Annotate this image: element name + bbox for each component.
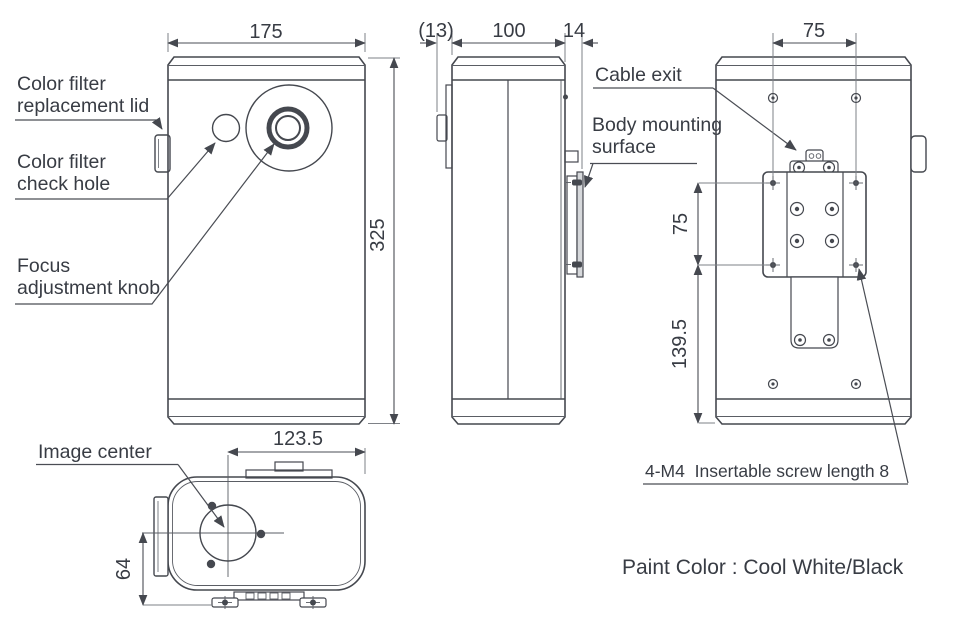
label-filter-lid-2: replacement lid: [17, 95, 149, 117]
label-image-center: Image center: [38, 441, 152, 463]
leader-focus-knob: [15, 143, 275, 305]
dim-plate-to-bottom: 139.5: [669, 319, 691, 369]
side-mounting-plate: [576, 171, 584, 278]
back-dimensions: 75 75 139.5 4-M4 Insertable screw length…: [643, 20, 909, 485]
side-filter-lid-edge: [436, 114, 448, 142]
side-dimensions: (13) 100 14: [418, 20, 598, 169]
front-callouts: Color filter replacement lid Color filte…: [15, 73, 275, 305]
top-view-dimensions: 123.5 64 Image center: [36, 428, 366, 606]
top-view: [142, 455, 366, 609]
top-body-outline: [167, 476, 366, 591]
top-cable-exit-edge: [274, 461, 304, 472]
top-plate-edge: [245, 469, 333, 479]
label-check-hole-2: check hole: [17, 173, 110, 195]
side-view: [436, 56, 584, 425]
dim-body-depth: 100: [492, 20, 525, 42]
front-view: [154, 56, 366, 425]
label-mounting-2: surface: [592, 136, 656, 158]
side-callouts: Cable exit Body mounting surface: [584, 64, 797, 188]
dim-plate-width: 75: [803, 20, 825, 42]
top-lens-circle: [199, 504, 257, 562]
leader-filter-lid: [15, 117, 163, 130]
dim-top-depth: 64: [113, 558, 135, 580]
leader-check-hole: [15, 142, 216, 200]
label-focus-1: Focus: [17, 255, 70, 277]
label-check-hole-1: Color filter: [17, 151, 106, 173]
mounting-plate: [762, 171, 867, 278]
label-mounting-1: Body mounting: [592, 114, 722, 136]
lower-bracket: [790, 276, 839, 349]
dim-lid-depth: (13): [418, 20, 454, 42]
front-body-outline: [167, 56, 366, 425]
dim-plate-height: 75: [670, 213, 692, 235]
top-filter-lid-edge: [153, 496, 169, 577]
plate-center-screws: [789, 201, 840, 249]
leader-cable-exit: [712, 87, 797, 151]
dim-top-width: 123.5: [273, 428, 323, 450]
focus-knob-inner: [275, 115, 301, 141]
dim-front-width: 175: [249, 21, 282, 43]
dim-body-height: 325: [367, 218, 389, 251]
front-dimensions: 175 325: [167, 21, 400, 425]
side-mount-bracket: [566, 175, 578, 275]
body-screws: [767, 92, 862, 390]
bottom-bracket: [211, 591, 327, 609]
lens-bezel-circle: [245, 84, 333, 172]
label-screw-note: 4-M4 Insertable screw length 8: [645, 461, 889, 481]
label-filter-lid-1: Color filter: [17, 73, 106, 95]
color-filter-lid: [154, 134, 171, 173]
back-body-outline: [715, 56, 912, 425]
m4-corner-screws: [766, 176, 863, 272]
side-body-outline: [451, 56, 566, 425]
color-filter-check-hole: [211, 113, 241, 143]
leader-mounting-surface: [584, 163, 594, 188]
back-view: [715, 33, 927, 425]
dim-plate-offset: 14: [563, 20, 585, 42]
label-focus-2: adjustment knob: [17, 277, 160, 299]
label-cable-exit: Cable exit: [595, 64, 682, 86]
cable-exit-bracket: [789, 149, 839, 175]
leader-screw-note: [856, 268, 909, 484]
label-paint-note: Paint Color : Cool White/Black: [622, 556, 904, 579]
focus-knob-ring: [266, 106, 310, 150]
leader-image-center: [177, 464, 225, 528]
back-filter-lid: [910, 135, 927, 173]
side-cable-exit-tab: [564, 150, 579, 163]
